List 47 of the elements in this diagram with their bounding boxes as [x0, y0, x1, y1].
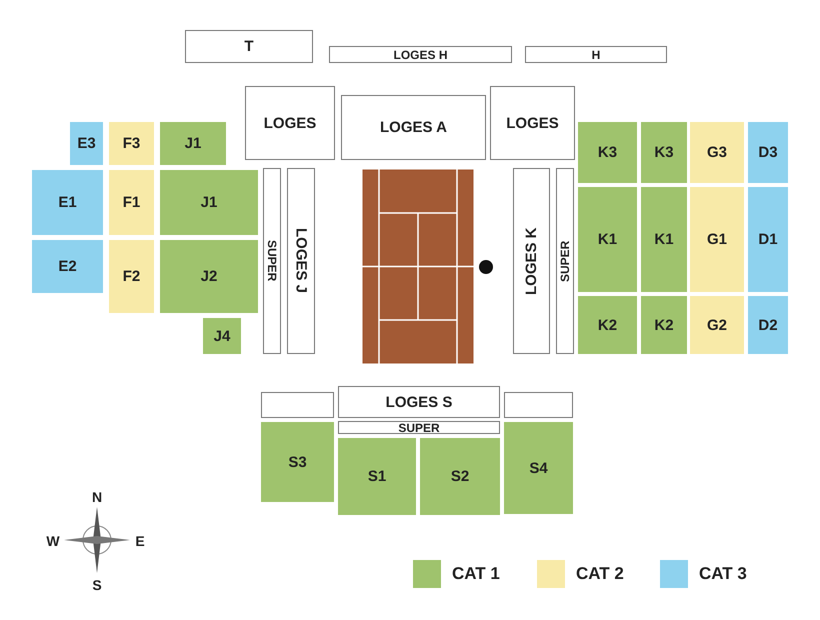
compass-label: N — [92, 489, 102, 505]
seating-section: SUPER — [556, 168, 574, 354]
seating-section: E1 — [32, 170, 103, 235]
seating-section: LOGES — [245, 86, 335, 160]
seating-section: K3 — [578, 122, 637, 183]
seating-section: S3 — [261, 422, 334, 502]
seating-section: LOGES H — [329, 46, 512, 63]
seating-section: J1 — [160, 170, 258, 235]
compass-label: W — [46, 533, 60, 549]
seating-section: LOGES J — [287, 168, 315, 354]
seating-section: G3 — [690, 122, 744, 183]
seating-section: SUPER — [338, 421, 500, 434]
compass-label: S — [92, 577, 102, 593]
seating-section: J1 — [160, 122, 226, 165]
empty-section-box — [261, 392, 334, 418]
seating-section: D1 — [748, 187, 788, 292]
seating-section: K2 — [641, 296, 687, 354]
seating-section: H — [525, 46, 667, 63]
seating-section: S2 — [420, 438, 500, 515]
seating-section: K3 — [641, 122, 687, 183]
seating-section: K2 — [578, 296, 637, 354]
seating-section: F3 — [109, 122, 154, 165]
seating-section: G1 — [690, 187, 744, 292]
seating-section: K1 — [641, 187, 687, 292]
seating-section: SUPER — [263, 168, 281, 354]
seating-section: S4 — [504, 422, 573, 514]
seating-section: J4 — [203, 318, 241, 354]
seating-section: K1 — [578, 187, 637, 292]
seating-section: E2 — [32, 240, 103, 293]
legend-label: CAT 2 — [576, 564, 624, 584]
seating-section: G2 — [690, 296, 744, 354]
empty-section-box — [504, 392, 573, 418]
seating-section: D2 — [748, 296, 788, 354]
compass-label: E — [135, 533, 145, 549]
seating-section: S1 — [338, 438, 416, 515]
seating-section: J2 — [160, 240, 258, 313]
legend-label: CAT 3 — [699, 564, 747, 584]
seating-section: LOGES K — [513, 168, 550, 354]
seating-section: F1 — [109, 170, 154, 235]
legend-label: CAT 1 — [452, 564, 500, 584]
seating-section: E3 — [70, 122, 103, 165]
seating-section: T — [185, 30, 313, 63]
seating-section: LOGES A — [341, 95, 486, 160]
seating-section: D3 — [748, 122, 788, 183]
seating-section: F2 — [109, 240, 154, 313]
seating-section: LOGES — [490, 86, 575, 160]
seating-section: LOGES S — [338, 386, 500, 418]
